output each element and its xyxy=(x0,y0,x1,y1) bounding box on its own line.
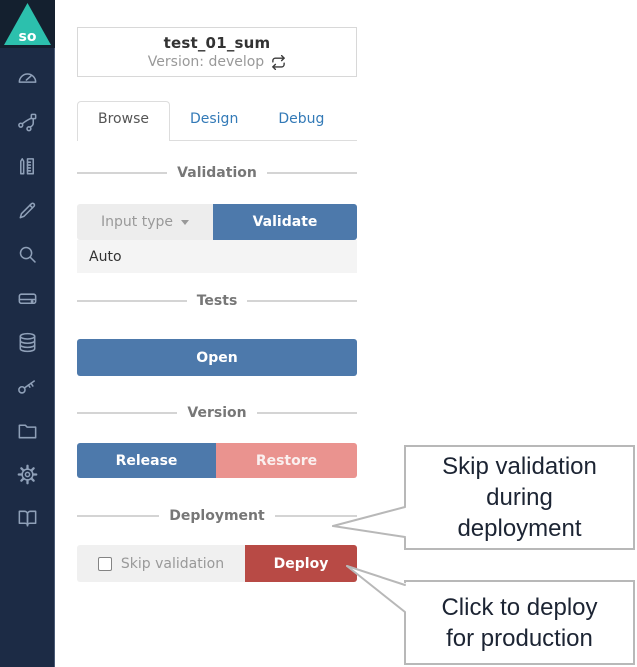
section-header-version: Version xyxy=(77,403,357,423)
deploy-button[interactable]: Deploy xyxy=(245,545,357,582)
sidebar-item-settings[interactable] xyxy=(0,452,55,496)
page-title: test_01_sum xyxy=(163,34,271,52)
folder-icon xyxy=(18,423,37,438)
tab-design[interactable]: Design xyxy=(189,111,239,127)
design-tools-icon xyxy=(20,157,35,174)
section-title: Validation xyxy=(177,165,257,181)
input-type-dropdown[interactable]: Input type xyxy=(77,204,213,240)
sidebar-item-edit[interactable] xyxy=(0,188,55,232)
tab-debug[interactable]: Debug xyxy=(278,111,325,127)
sidebar-item-dashboard[interactable] xyxy=(0,56,55,100)
sidebar-item-credentials[interactable] xyxy=(0,364,55,408)
input-type-value: Auto xyxy=(89,248,122,265)
skip-validation-checkbox[interactable] xyxy=(97,556,112,571)
section-header-validation: Validation xyxy=(77,163,358,183)
release-button[interactable]: Release xyxy=(77,443,216,478)
version-label: Version: develop xyxy=(147,54,265,70)
tab-bar: Browse Design Debug xyxy=(77,101,357,141)
sidebar-item-files[interactable] xyxy=(0,408,55,452)
sidebar-item-design-tools[interactable] xyxy=(0,144,55,188)
validation-controls: Input type Validate xyxy=(77,204,357,240)
sidebar-nav xyxy=(0,56,55,540)
gear-icon xyxy=(17,464,38,484)
object-header: test_01_sum Version: develop xyxy=(77,27,357,77)
section-title: Deployment xyxy=(169,508,265,524)
skip-validation-label: Skip validation xyxy=(120,555,225,572)
restore-button[interactable]: Restore xyxy=(216,443,357,478)
version-controls: Release Restore xyxy=(77,443,357,478)
logo-text: so xyxy=(19,29,37,45)
sidebar-item-storage[interactable] xyxy=(0,276,55,320)
app-logo[interactable]: so xyxy=(0,0,55,48)
book-icon xyxy=(18,510,37,526)
skip-validation-option[interactable]: Skip validation xyxy=(77,545,245,582)
database-icon xyxy=(19,332,36,352)
sidebar-item-docs[interactable] xyxy=(0,496,55,540)
input-type-value-row: Auto xyxy=(77,240,357,273)
sidebar-item-search[interactable] xyxy=(0,232,55,276)
open-tests-button[interactable]: Open xyxy=(77,339,357,376)
section-header-tests: Tests xyxy=(77,291,358,311)
deployment-controls: Skip validation Deploy xyxy=(77,545,357,582)
section-title: Version xyxy=(187,405,247,421)
callout-deploy: Click to deploy for production xyxy=(404,580,635,665)
key-icon xyxy=(18,379,35,394)
input-type-label: Input type xyxy=(101,214,173,230)
search-icon xyxy=(19,246,36,263)
sidebar: so xyxy=(0,0,55,667)
gauge-icon xyxy=(18,72,37,83)
callout-skip-validation: Skip validation during deployment xyxy=(404,445,635,550)
refresh-version-button[interactable] xyxy=(271,54,286,70)
chevron-down-icon xyxy=(180,219,189,225)
validate-button[interactable]: Validate xyxy=(213,204,357,240)
pen-icon xyxy=(19,202,36,218)
sidebar-item-flows[interactable] xyxy=(0,100,55,144)
tab-browse[interactable]: Browse xyxy=(77,101,170,141)
section-title: Tests xyxy=(196,293,238,309)
section-header-deployment: Deployment xyxy=(77,506,357,526)
flow-branch-icon xyxy=(18,113,37,131)
sidebar-item-database[interactable] xyxy=(0,320,55,364)
drive-icon xyxy=(18,292,37,304)
